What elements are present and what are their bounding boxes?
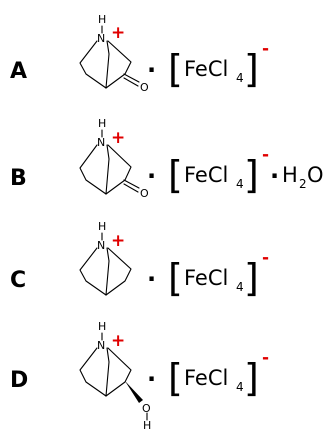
anion-charge: - <box>262 248 269 268</box>
anion-subscript: 4 <box>236 71 244 85</box>
compound-label: C <box>10 268 26 293</box>
anion-charge: - <box>262 145 269 165</box>
anion-subscript: 4 <box>236 177 244 191</box>
bracket-open: [ <box>168 47 183 91</box>
carbonyl-bond-2 <box>123 183 139 193</box>
ring-bonds-back <box>105 144 110 195</box>
carbonyl-bond <box>123 179 140 189</box>
ring-bonds-right <box>105 247 132 296</box>
ring-bonds-back <box>105 40 110 89</box>
ring-bonds-back <box>105 347 110 397</box>
water-h: H <box>282 163 298 187</box>
ring-bonds-right <box>105 144 132 195</box>
compound-label: A <box>10 59 27 84</box>
quinuclidinium-cation: H N + <box>79 220 132 296</box>
quinuclidinone-cation: H N + O <box>79 13 149 94</box>
ferric-chloride-anion: [ FeCl 4 ] - <box>168 248 269 300</box>
ring-bonds-left <box>79 40 107 89</box>
anion-subscript: 4 <box>236 280 244 294</box>
atom-n: N <box>97 339 105 352</box>
atom-h: H <box>98 117 106 130</box>
hydrate-dot: · <box>270 162 279 190</box>
ferric-chloride-anion: [ FeCl 4 ] - <box>168 348 269 400</box>
bracket-close: ] <box>244 153 259 197</box>
carbonyl-bond-2 <box>123 77 139 87</box>
atom-o: O <box>140 81 149 94</box>
atom-o: O <box>142 402 151 415</box>
atom-n: N <box>97 136 105 149</box>
atom-h: H <box>98 320 106 333</box>
ring-bonds-right <box>105 347 132 397</box>
cation-charge: + <box>111 23 125 43</box>
compound-b: B H N + O · [ FeCl 4 ] - · H 2 O <box>10 117 324 200</box>
compound-a: A H N + O · [ FeCl 4 ] - <box>10 13 269 94</box>
ring-bonds-left <box>79 144 107 195</box>
atom-n: N <box>97 239 105 252</box>
cation-charge: + <box>111 231 125 251</box>
atom-h: H <box>98 13 106 26</box>
water-subscript: 2 <box>299 177 307 191</box>
separator-dot: · <box>147 162 156 190</box>
anion-formula: FeCl <box>184 366 228 390</box>
anion-formula: FeCl <box>184 163 228 187</box>
anion-formula: FeCl <box>184 266 228 290</box>
carbonyl-bond <box>123 73 140 83</box>
anion-subscript: 4 <box>236 380 244 394</box>
anion-charge: - <box>262 39 269 59</box>
water-of-hydration: · H 2 O <box>270 162 324 191</box>
anion-charge: - <box>262 348 269 368</box>
bracket-open: [ <box>168 356 183 400</box>
bracket-close: ] <box>244 47 259 91</box>
compound-label: B <box>10 166 27 191</box>
cation-charge: + <box>111 128 125 148</box>
bracket-close: ] <box>244 256 259 300</box>
atom-n: N <box>97 32 105 45</box>
compound-label: D <box>10 368 28 393</box>
separator-dot: · <box>147 365 156 393</box>
separator-dot: · <box>147 56 156 84</box>
compound-d: D H N + O H · [ FeCl 4 ] - <box>10 320 269 430</box>
atom-h-hydroxyl: H <box>143 419 151 430</box>
wedge-bond <box>125 381 143 403</box>
ring-bonds-left <box>79 247 107 296</box>
ring-bonds-right <box>105 40 132 89</box>
anion-formula: FeCl <box>184 57 228 81</box>
ferric-chloride-anion: [ FeCl 4 ] - <box>168 145 269 197</box>
separator-dot: · <box>147 265 156 293</box>
bracket-close: ] <box>244 356 259 400</box>
cation-charge: + <box>111 331 125 351</box>
quinuclidinone-cation: H N + O <box>79 117 149 200</box>
ferric-chloride-anion: [ FeCl 4 ] - <box>168 39 269 91</box>
compound-c: C H N + · [ FeCl 4 ] - <box>10 220 269 300</box>
ring-bonds-left <box>79 347 107 397</box>
atom-o: O <box>140 187 149 200</box>
bracket-open: [ <box>168 153 183 197</box>
ring-bonds-back <box>105 247 110 296</box>
quinuclidinol-cation: H N + O H <box>79 320 151 430</box>
bracket-open: [ <box>168 256 183 300</box>
atom-h: H <box>98 220 106 233</box>
water-o: O <box>307 163 324 187</box>
